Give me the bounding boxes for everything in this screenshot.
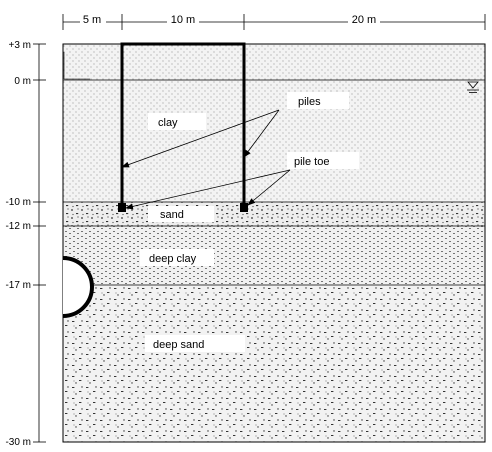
dim-10m: 10 m bbox=[171, 14, 195, 26]
water-table-icon bbox=[467, 81, 479, 93]
deep-clay-layer bbox=[63, 226, 485, 285]
arrow-pile-toe-right bbox=[247, 169, 291, 206]
elev-minus30: -30 m bbox=[5, 437, 31, 448]
label-deep-clay: deep clay bbox=[149, 253, 197, 265]
elev-minus17: -17 m bbox=[5, 280, 31, 291]
sand-layer bbox=[63, 202, 485, 226]
elev-plus3: +3 m bbox=[8, 40, 31, 51]
dim-20m: 20 m bbox=[352, 14, 376, 26]
axes-icon bbox=[63, 52, 90, 80]
tunnel bbox=[62, 256, 94, 318]
pile-frame bbox=[120, 42, 246, 210]
pile-toe-left bbox=[118, 203, 126, 212]
label-clay: clay bbox=[158, 117, 178, 129]
dim-5m: 5 m bbox=[83, 14, 101, 26]
pile-toe-right bbox=[240, 203, 248, 212]
model-boundary bbox=[62, 43, 486, 443]
label-deep-sand: deep sand bbox=[153, 339, 204, 351]
elev-minus10: -10 m bbox=[5, 197, 31, 208]
arrow-piles-right bbox=[243, 109, 280, 158]
arrow-pile-toe-left bbox=[125, 169, 291, 210]
deep-sand-layer bbox=[63, 285, 485, 442]
elev-0: 0 m bbox=[14, 76, 31, 87]
label-piles: piles bbox=[298, 96, 321, 108]
clay-layer bbox=[63, 44, 485, 202]
elevation-axis bbox=[33, 43, 46, 443]
elev-minus12: -12 m bbox=[5, 221, 31, 232]
arrow-piles-left bbox=[121, 109, 280, 168]
label-sand: sand bbox=[160, 209, 184, 221]
dimension-line bbox=[62, 14, 486, 30]
label-pile-toe: pile toe bbox=[294, 156, 329, 168]
